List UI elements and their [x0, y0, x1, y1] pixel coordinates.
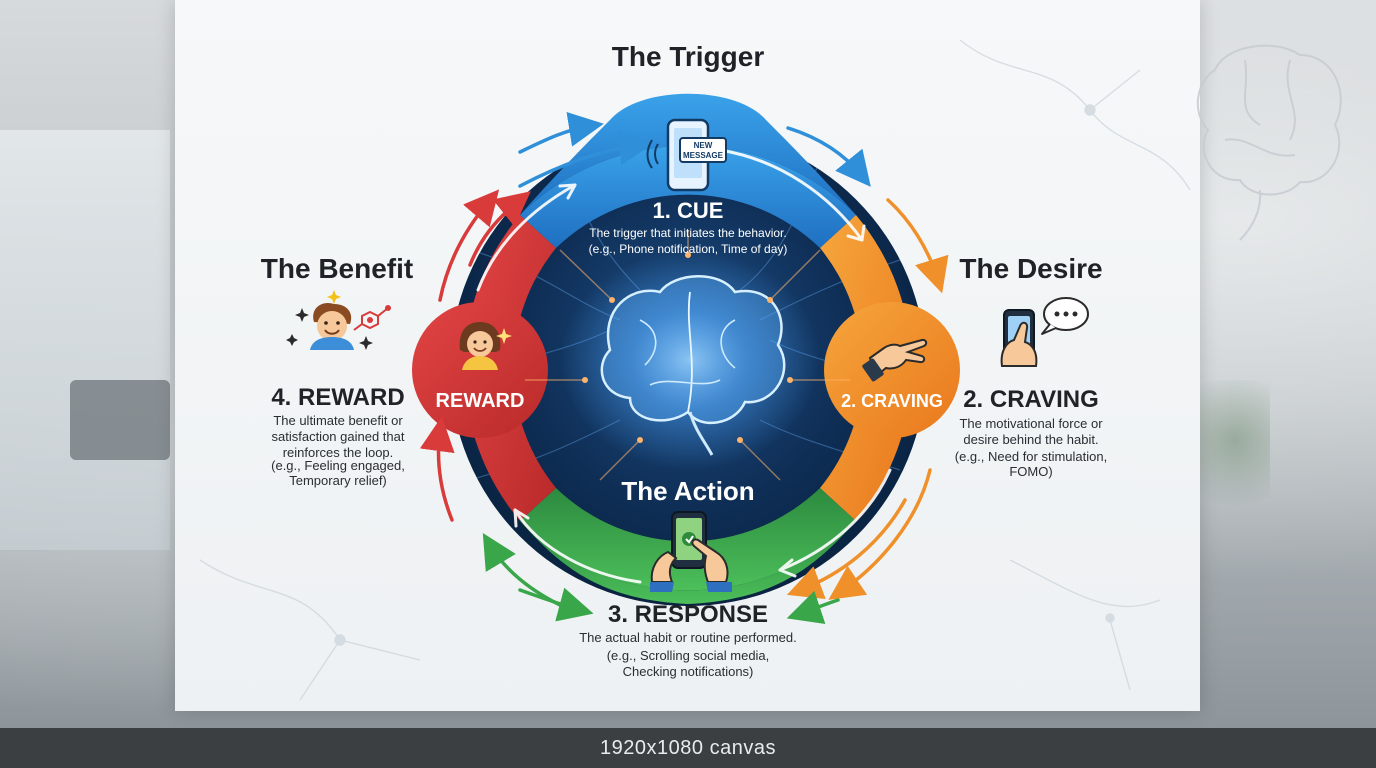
reward-heading: The Benefit [261, 253, 413, 284]
response-heading: The Action [621, 476, 754, 506]
reward-desc-line2: satisfaction gained that [272, 429, 405, 444]
craving-desc-line1: The motivational force or [959, 416, 1103, 431]
cue-desc-line1: The trigger that initiates the behavior. [589, 226, 786, 240]
outer-flow-arrows [419, 112, 949, 624]
smiling-face-icon [459, 322, 512, 370]
craving-circle [824, 302, 960, 438]
cue-bubble [520, 93, 856, 215]
reward-desc-line1: The ultimate benefit or [273, 413, 403, 428]
happy-person-icon [286, 290, 391, 350]
canvas-size-bar: 1920x1080 canvas [0, 728, 1376, 768]
brain-outline-icon [1196, 44, 1342, 241]
cue-desc-line2: (e.g., Phone notification, Time of day) [589, 242, 788, 256]
response-desc-line3: Checking notifications) [623, 664, 754, 679]
hands-phone-icon [650, 511, 732, 592]
phone-notification-icon: NEW MESSAGE [646, 118, 727, 192]
reward-step-title: 4. REWARD [271, 384, 404, 411]
glowing-brain-icon [525, 230, 850, 481]
reward-desc-line3: reinforces the loop. [283, 445, 394, 460]
response-desc-line2: (e.g., Scrolling social media, [607, 648, 770, 663]
phone-notification-line2: MESSAGE [683, 151, 724, 160]
reward-desc-line5: Temporary relief) [289, 473, 387, 488]
phone-chat-icon [1000, 297, 1089, 367]
response-bubble [520, 521, 856, 604]
phone-notification-line1: NEW [694, 141, 713, 150]
craving-desc-line4: FOMO) [1009, 464, 1052, 479]
cue-step-title: 1. CUE [653, 198, 724, 223]
ring-response-segment [520, 488, 856, 591]
background-desk [70, 380, 170, 460]
inner-flow-arrows [476, 148, 892, 584]
cue-heading: The Trigger [612, 41, 765, 72]
ring-cue-segment [520, 145, 856, 248]
reaching-hand-icon [862, 338, 928, 382]
background-neurons [199, 39, 1191, 701]
habit-loop-diagram: NEW MESSAGE 1. CUE The trigger that init… [199, 39, 1342, 701]
craving-circle-label: 2. CRAVING [841, 391, 943, 411]
response-desc-line1: The actual habit or routine performed. [579, 630, 797, 645]
canvas-size-label: 1920x1080 canvas [600, 736, 776, 759]
craving-step-title: 2. CRAVING [963, 386, 1099, 413]
craving-desc-line3: (e.g., Need for stimulation, [955, 449, 1107, 464]
craving-heading: The Desire [959, 253, 1102, 284]
background-plant [1200, 380, 1270, 530]
reward-desc-line4: (e.g., Feeling engaged, [271, 458, 405, 473]
background-window [0, 130, 170, 550]
reward-circle-label: REWARD [436, 390, 525, 412]
response-step-title: 3. RESPONSE [608, 601, 768, 628]
craving-desc-line2: desire behind the habit. [963, 432, 1098, 447]
